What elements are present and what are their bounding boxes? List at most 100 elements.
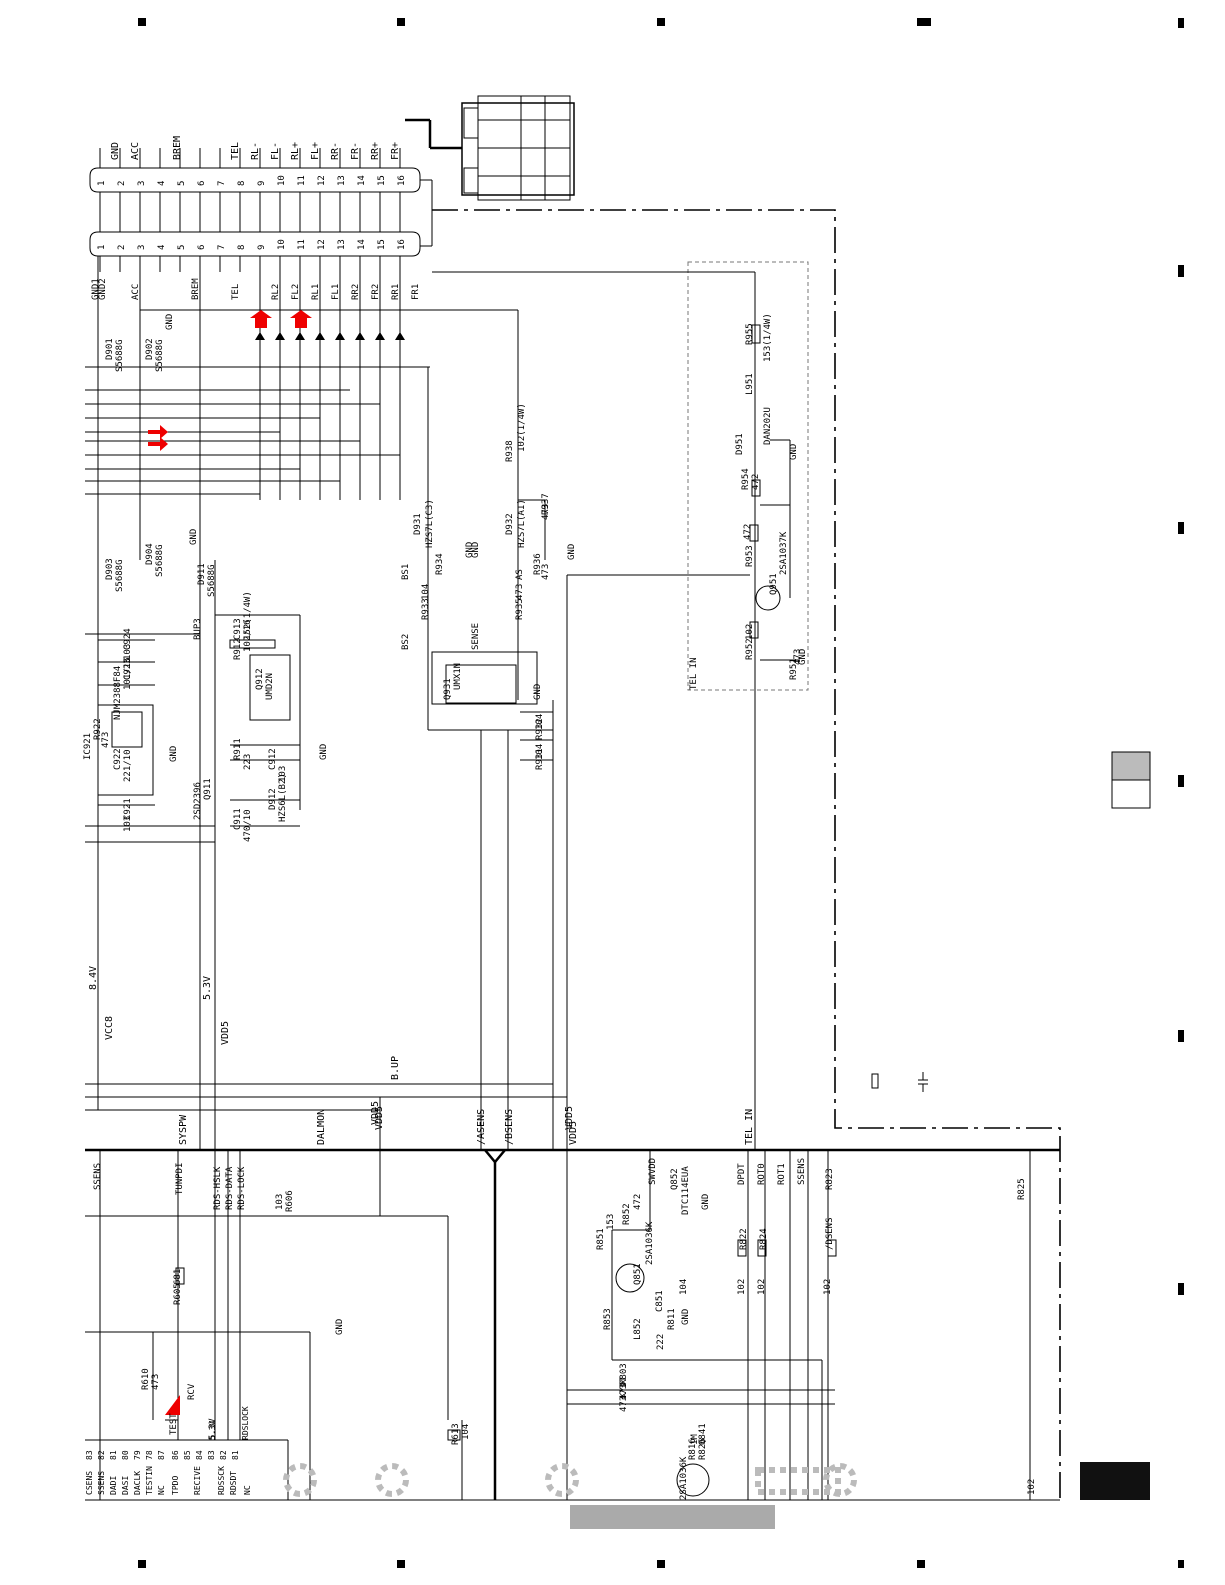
bottom-right-label: Q852 bbox=[670, 1168, 680, 1190]
supply-label: VCC8 bbox=[104, 1016, 115, 1040]
supply-label: VDD5 bbox=[564, 1106, 575, 1130]
red-markers bbox=[148, 310, 312, 1415]
ic-pin-label: DACLK bbox=[133, 1471, 142, 1495]
component-label: 103 bbox=[278, 766, 288, 782]
ic-pin-label: NC bbox=[243, 1485, 252, 1495]
bottom-right-label: 222 bbox=[656, 1334, 666, 1350]
bus-label: DALMON bbox=[316, 1109, 327, 1145]
ic-pin-label: TPDO bbox=[171, 1476, 180, 1495]
bus-label: /ASENS bbox=[476, 1109, 487, 1145]
component-label: D902 bbox=[145, 338, 155, 360]
bottom-right-label: R826 bbox=[698, 1438, 708, 1460]
bottom-right-label: /DSENS bbox=[825, 1217, 835, 1250]
component-label: BUP3 bbox=[193, 618, 203, 640]
component-label: HZS6L(B2) bbox=[278, 773, 288, 822]
component-label: 221/10 bbox=[123, 749, 133, 782]
pin-number: 2 bbox=[117, 181, 127, 186]
sense-label: AS bbox=[515, 569, 525, 580]
capacitor-symbol bbox=[918, 1072, 928, 1092]
signal-label: FR- bbox=[350, 142, 361, 160]
pin-number: 1 bbox=[97, 181, 107, 186]
signal-label: BREM bbox=[172, 136, 183, 160]
component-label: S5688G bbox=[115, 559, 125, 592]
bottom-right-label: ROT1 bbox=[777, 1163, 787, 1185]
component-label: 223 bbox=[243, 754, 253, 770]
sense-label: 473 bbox=[541, 564, 551, 580]
component-label: 2SD2396 bbox=[193, 782, 203, 820]
bottom-right-label: 472 bbox=[633, 1194, 643, 1210]
component-label: 473 bbox=[101, 732, 111, 748]
bottom-gray-band bbox=[570, 1505, 775, 1529]
component-label: C924 bbox=[123, 628, 133, 650]
component-label: 470/10 bbox=[243, 809, 253, 842]
sense-label: UMX1N bbox=[453, 663, 463, 690]
telin-label: Q951 bbox=[769, 573, 779, 595]
bus-label: /BSENS bbox=[504, 1109, 515, 1145]
speaker-arrow-markers bbox=[255, 272, 405, 500]
ic-pin-label: 84 bbox=[195, 1450, 204, 1460]
telin-label: DAN202U bbox=[763, 407, 773, 445]
component-label: D904 bbox=[145, 543, 155, 565]
pin-number: 12 bbox=[317, 175, 327, 186]
signal-label: GND bbox=[110, 142, 121, 160]
registration-circles bbox=[283, 1463, 857, 1497]
pin-number: 8 bbox=[237, 245, 247, 250]
ic-pin-label: 78 bbox=[145, 1450, 154, 1460]
gnd-label: GND bbox=[189, 529, 199, 545]
supply-label: 5.3V bbox=[202, 976, 213, 1000]
bottom-right-label: 104 bbox=[679, 1279, 689, 1295]
bottom-label: 473 bbox=[151, 1374, 161, 1390]
pin-number: 7 bbox=[217, 245, 227, 250]
pin-number: 10 bbox=[277, 239, 287, 250]
ic-pin-label: DADI bbox=[109, 1476, 118, 1495]
telin-label: D951 bbox=[735, 433, 745, 455]
sense-label: D931 bbox=[413, 513, 423, 535]
bottom-right-label: 473 bbox=[619, 1396, 629, 1412]
component-label: UMD2N bbox=[265, 673, 275, 700]
connector-pin-column-lines bbox=[99, 148, 401, 272]
bottom-right-label: DPDT bbox=[737, 1163, 747, 1185]
ic-pin-label: 83 bbox=[207, 1450, 216, 1460]
sense-label: R934 bbox=[435, 553, 445, 575]
bottom-right-label: 473 bbox=[619, 1384, 629, 1400]
gnd-label: GND bbox=[798, 649, 808, 665]
ic-pin-label: 79 bbox=[133, 1450, 142, 1460]
bottom-right-label: KYDT bbox=[619, 1376, 629, 1398]
sense-block bbox=[427, 499, 553, 761]
pin-number: 15 bbox=[377, 175, 387, 186]
bottom-right-label: R823 bbox=[825, 1168, 835, 1190]
bottom-label: RDS-HSLK bbox=[213, 1166, 223, 1210]
pin-number: 16 bbox=[397, 175, 407, 186]
signal-label: ACC bbox=[130, 142, 141, 160]
ic-pin-label: SSENS bbox=[97, 1471, 106, 1495]
component-label: C912 bbox=[268, 748, 278, 770]
pin-number: 1 bbox=[97, 245, 107, 250]
bottom-right-label: 102 bbox=[757, 1279, 767, 1295]
ic-pin-label: 81 bbox=[231, 1450, 240, 1460]
pin-number: 6 bbox=[197, 181, 207, 186]
component-label: D903 bbox=[105, 558, 115, 580]
gnd-label: GND bbox=[533, 684, 543, 700]
net-label: RR2 bbox=[351, 284, 361, 300]
component-label: 102/16 bbox=[243, 619, 253, 652]
net-label: RR1 bbox=[391, 284, 401, 300]
component-label: Q912 bbox=[255, 668, 265, 690]
sense-label: R936 bbox=[533, 553, 543, 575]
frame-marks bbox=[138, 18, 1184, 1568]
bottom-label: RDS-LOCK bbox=[237, 1166, 247, 1210]
net-label: FR2 bbox=[371, 284, 381, 300]
pin-number: 7 bbox=[217, 181, 227, 186]
pin-number: 14 bbox=[357, 175, 367, 186]
sense-label: 104 bbox=[421, 584, 431, 600]
net-label: BREM bbox=[191, 278, 201, 300]
main-bus bbox=[85, 1148, 1060, 1500]
sense-label: HZS7L(A1) bbox=[517, 499, 527, 548]
left-signal-lines bbox=[85, 366, 567, 1333]
component-label: IC921 bbox=[83, 733, 93, 760]
signal-label: FL- bbox=[270, 142, 281, 160]
bottom-label: SSENS bbox=[93, 1163, 103, 1190]
telin-label: 472 bbox=[751, 474, 761, 490]
